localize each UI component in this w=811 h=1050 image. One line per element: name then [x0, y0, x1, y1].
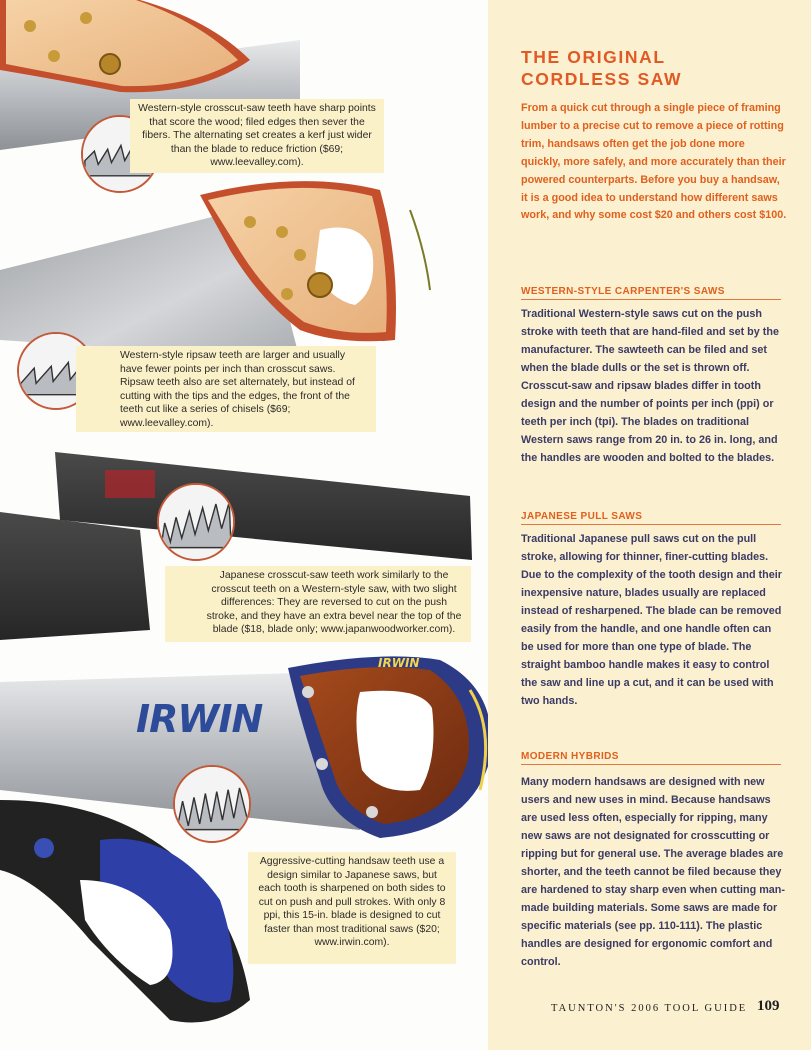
ripsaw-photo	[0, 181, 431, 360]
section-title-western: WESTERN-STYLE CARPENTER'S SAWS	[521, 286, 781, 300]
footer-publication: TAUNTON'S 2006 TOOL GUIDE	[551, 1003, 748, 1014]
article-intro: From a quick cut through a single piece …	[521, 102, 787, 222]
hybrid-teeth-icon	[175, 767, 249, 841]
caption-japanese-teeth: Japanese crosscut-saw teeth work similar…	[165, 566, 471, 642]
saw-photo-panel: IRWIN IRWIN	[0, 0, 488, 1023]
hybrid-saw-handle-photo	[0, 800, 250, 1023]
crosscut-saw-photo	[0, 0, 300, 150]
saw-illustrations	[0, 0, 488, 1023]
japanese-teeth-icon	[159, 485, 233, 559]
article-heading: THE ORIGINAL CORDLESS SAW	[521, 46, 791, 90]
caption-crosscut-teeth: Western-style crosscut-saw teeth have sh…	[130, 99, 384, 173]
heading-line-2: CORDLESS SAW	[521, 69, 683, 89]
section-title-hybrids: MODERN HYBRIDS	[521, 751, 781, 765]
japanese-teeth-closeup	[157, 483, 235, 561]
irwin-blade-logo: IRWIN	[136, 697, 263, 741]
irwin-handle-logo: IRWIN	[378, 656, 420, 670]
hybrid-teeth-closeup	[173, 765, 251, 843]
section-body-hybrids: Many modern handsaws are designed with n…	[521, 776, 785, 968]
caption-hybrid-teeth: Aggressive-cutting handsaw teeth use a d…	[248, 852, 456, 964]
section-body-japanese: Traditional Japanese pull saws cut on th…	[521, 533, 782, 707]
page-footer: TAUNTON'S 2006 TOOL GUIDE 109	[551, 998, 791, 1018]
article-sidebar	[488, 0, 811, 1050]
page-number: 109	[757, 998, 780, 1014]
caption-ripsaw-teeth: Western-style ripsaw teeth are larger an…	[76, 346, 376, 432]
irwin-saw-photo	[0, 656, 488, 838]
japanese-saw-photo	[0, 452, 472, 640]
section-body-western: Traditional Western-style saws cut on th…	[521, 308, 779, 464]
heading-line-1: THE ORIGINAL	[521, 47, 666, 67]
section-title-japanese: JAPANESE PULL SAWS	[521, 511, 781, 525]
